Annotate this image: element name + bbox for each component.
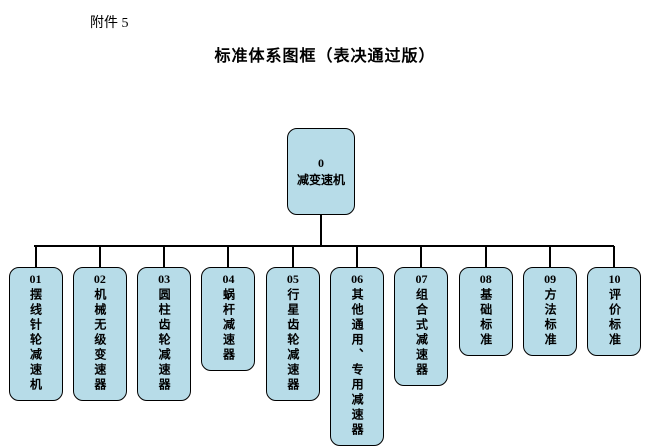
child-node-label: 机械无级变速器 <box>92 288 107 393</box>
connector-stub <box>163 246 166 267</box>
connector-stub <box>549 246 552 267</box>
child-node-06: 06 其他通用、专用减速器 <box>330 267 385 446</box>
child-node-10: 10 评价标准 <box>587 267 642 356</box>
child-node-05: 05 行星齿轮减速器 <box>265 267 320 401</box>
attachment-label: 附件 5 <box>90 16 129 31</box>
connector-stub <box>356 246 359 267</box>
child-node-column: 03 圆柱齿轮减速器 <box>133 246 196 446</box>
child-node-label: 基础标准 <box>478 288 493 348</box>
page-title: 标准体系图框（表决通过版） <box>214 48 436 65</box>
child-node-code: 09 <box>544 272 557 286</box>
connector-stub <box>420 246 423 267</box>
child-node-column: 09 方法标准 <box>519 246 582 446</box>
child-node-code: 03 <box>158 272 171 286</box>
child-node-label: 圆柱齿轮减速器 <box>157 288 172 393</box>
child-node-column: 05 行星齿轮减速器 <box>261 246 324 446</box>
child-node-code: 04 <box>222 272 235 286</box>
connector-stub <box>227 246 230 267</box>
child-node-08: 08 基础标准 <box>458 267 513 356</box>
child-node-07: 07 组合式减速器 <box>394 267 449 386</box>
child-node-code: 05 <box>286 272 299 286</box>
child-node-label: 摆线针轮减速机 <box>28 288 43 393</box>
child-node-column: 06 其他通用、专用减速器 <box>326 246 389 446</box>
child-node-column: 07 组合式减速器 <box>390 246 453 446</box>
connector-stub <box>613 246 616 267</box>
child-node-01: 01 摆线针轮减速机 <box>8 267 63 401</box>
child-node-column: 02 机械无级变速器 <box>68 246 131 446</box>
child-node-label: 行星齿轮减速器 <box>285 288 300 393</box>
connector-root-stem <box>320 215 322 246</box>
child-node-code: 01 <box>29 272 42 286</box>
root-node-code: 0 <box>318 155 324 170</box>
child-node-code: 10 <box>608 272 621 286</box>
connector-horizontal-line <box>34 245 614 247</box>
child-node-03: 03 圆柱齿轮减速器 <box>137 267 192 401</box>
child-node-09: 09 方法标准 <box>523 267 578 356</box>
connector-stub <box>291 246 294 267</box>
child-node-code: 02 <box>93 272 106 286</box>
child-node-02: 02 机械无级变速器 <box>72 267 127 401</box>
child-node-column: 10 评价标准 <box>583 246 646 446</box>
child-node-column: 01 摆线针轮减速机 <box>4 246 67 446</box>
root-node: 0 减变速机 <box>287 128 355 215</box>
child-node-code: 07 <box>415 272 428 286</box>
connector-stub <box>34 246 37 267</box>
child-node-column: 08 基础标准 <box>454 246 517 446</box>
child-node-label: 蜗杆减速器 <box>221 288 236 363</box>
connector-stub <box>98 246 101 267</box>
child-node-code: 06 <box>351 272 364 286</box>
child-node-column: 04 蜗杆减速器 <box>197 246 260 446</box>
connector-stub <box>484 246 487 267</box>
child-node-label: 组合式减速器 <box>414 288 429 378</box>
child-node-04: 04 蜗杆减速器 <box>201 267 256 371</box>
child-node-code: 08 <box>479 272 492 286</box>
child-nodes-row: 01 摆线针轮减速机 02 机械无级变速器 03 圆柱齿轮减速器 04 蜗杆减速器 05 行星齿轮… <box>0 246 650 446</box>
child-node-label: 方法标准 <box>543 288 558 348</box>
child-node-label: 评价标准 <box>607 288 622 348</box>
child-node-label: 其他通用、专用减速器 <box>350 288 365 438</box>
root-node-label: 减变速机 <box>296 172 345 187</box>
